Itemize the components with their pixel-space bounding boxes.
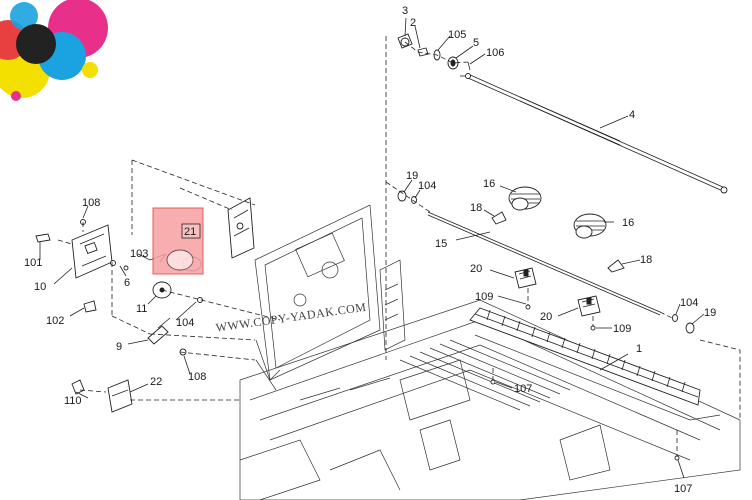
- callout-110: 110: [64, 395, 82, 407]
- sensor-110: [71, 379, 85, 395]
- logo-circle-cyan-small: [10, 2, 38, 30]
- frame-ribs: [399, 339, 571, 411]
- main-frame: [239, 299, 741, 500]
- callout-106: 106: [486, 47, 504, 59]
- highlight-label: 21: [184, 226, 196, 238]
- tab-102: [83, 300, 97, 313]
- callout-101: 101: [24, 257, 42, 269]
- callout-19-top: 19: [406, 170, 418, 182]
- callout-20-upper: 20: [470, 263, 482, 275]
- callout-1: 1: [636, 343, 642, 355]
- highlight-21: 21: [152, 207, 204, 275]
- callout-6: 6: [124, 277, 130, 289]
- side-plate: [254, 204, 406, 391]
- callout-15: 15: [435, 238, 447, 250]
- holder-20-lower: [577, 295, 601, 317]
- logo-dot-yellow: [82, 62, 98, 78]
- callout-107-bottom: 107: [674, 483, 692, 495]
- callout-20-lower: 20: [540, 311, 552, 323]
- callout-labels: 3 2 105 5 106 4 108 101 10 103 6 102 11 …: [24, 5, 716, 495]
- paper-guide: [469, 307, 721, 421]
- shaft-15: [427, 211, 661, 316]
- clip-18-lower: [607, 259, 625, 273]
- logo-circle-black: [16, 24, 56, 64]
- callout-104-right: 104: [680, 297, 698, 309]
- pin-101: [35, 233, 51, 243]
- reference-lines: [57, 36, 741, 420]
- callout-103: 103: [130, 248, 148, 260]
- clip-18-upper: [491, 211, 507, 225]
- callout-2: 2: [410, 17, 416, 29]
- callout-9: 9: [116, 341, 122, 353]
- callout-16-upper: 16: [483, 178, 495, 190]
- callout-109-upper: 109: [475, 291, 493, 303]
- bracket-22: [107, 379, 133, 413]
- highlight-label-box: [181, 223, 201, 239]
- roller-16-lower: [573, 213, 607, 239]
- callout-3: 3: [402, 5, 408, 17]
- callout-104-left: 104: [176, 317, 194, 329]
- callout-22: 22: [150, 376, 162, 388]
- callout-105: 105: [448, 29, 466, 41]
- callout-11: 11: [136, 303, 147, 315]
- holder-20-upper: [514, 267, 537, 289]
- callout-108-bottom: 108: [188, 371, 206, 383]
- callout-18-upper: 18: [470, 202, 482, 214]
- callout-5: 5: [473, 37, 479, 49]
- callout-104-top: 104: [418, 180, 436, 192]
- bracket-10: [71, 224, 113, 279]
- callout-10: 10: [34, 281, 46, 293]
- logo: [0, 0, 108, 101]
- callout-19-right: 19: [704, 307, 716, 319]
- leader-lines: [39, 17, 705, 479]
- callout-107-middle: 107: [514, 383, 532, 395]
- callout-4: 4: [629, 109, 635, 121]
- callout-109-lower: 109: [613, 323, 631, 335]
- watermark: WWW.COPY-YADAK.COM: [215, 300, 367, 335]
- motor-plate: [227, 197, 255, 259]
- callout-108-top: 108: [82, 197, 100, 209]
- shaft-4: [465, 73, 728, 194]
- callout-102: 102: [46, 315, 64, 327]
- lever-9: [147, 317, 171, 345]
- screws: [490, 288, 680, 461]
- callout-18-lower: 18: [640, 254, 652, 266]
- roller-16-upper: [508, 186, 542, 211]
- logo-dot-magenta: [11, 91, 21, 101]
- callout-16-lower: 16: [622, 217, 634, 229]
- paper-guide-ribs: [486, 309, 686, 393]
